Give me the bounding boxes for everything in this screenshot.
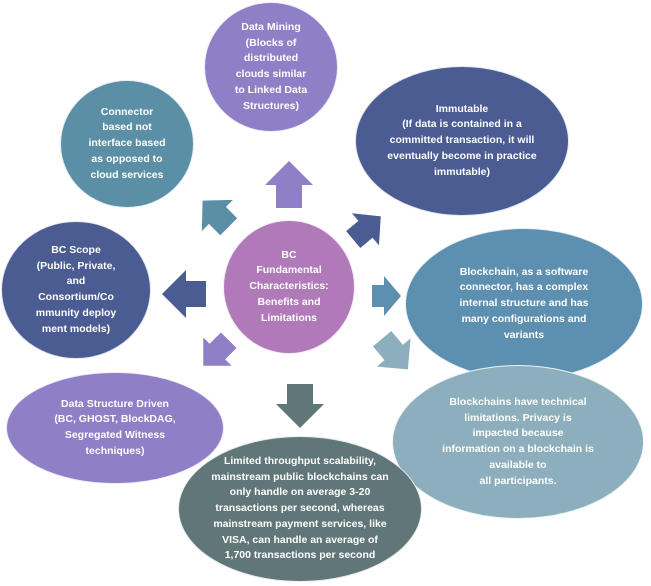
node-center: BC Fundamental Characteristics: Benefits… (223, 220, 355, 354)
arrow-data-structure (203, 332, 237, 366)
node-technical-limitations-text: Blockchains have technical limitations. … (442, 395, 594, 487)
node-immutable: Immutable (If data is contained in a com… (355, 66, 569, 216)
node-immutable-text: Immutable (If data is contained in a com… (387, 102, 537, 178)
arrow-connector (201, 199, 238, 236)
node-connector: Connector based not interface based as o… (60, 80, 194, 208)
arrow-immutable (346, 213, 381, 248)
node-throughput: Limited throughput scalability, mainstre… (178, 436, 422, 582)
arrow-technical-limitations (372, 330, 411, 370)
node-bc-scope: BC Scope (Public, Private, and Consortiu… (1, 221, 151, 359)
node-connector-text: Connector based not interface based as o… (88, 105, 166, 181)
arrow-data-mining (265, 161, 313, 208)
node-software-connector: Blockchain, as a software connector, has… (405, 228, 643, 380)
arrow-throughput (276, 384, 324, 428)
node-technical-limitations: Blockchains have technical limitations. … (392, 365, 644, 519)
node-bc-scope-text: BC Scope (Public, Private, and Consortiu… (35, 243, 117, 335)
node-center-text: BC Fundamental Characteristics: Benefits… (249, 248, 329, 324)
node-data-mining-text: Data Mining (Blocks of distributed cloud… (234, 20, 308, 112)
node-data-mining: Data Mining (Blocks of distributed cloud… (204, 2, 338, 132)
arrow-software-connector (372, 276, 401, 316)
node-data-structure: Data Structure Driven (BC, GHOST, BlockD… (6, 372, 224, 484)
arrow-bc-scope (162, 270, 206, 318)
node-software-connector-text: Blockchain, as a software connector, has… (459, 265, 589, 341)
node-data-structure-text: Data Structure Driven (BC, GHOST, BlockD… (54, 397, 176, 457)
node-throughput-text: Limited throughput scalability, mainstre… (211, 454, 389, 562)
